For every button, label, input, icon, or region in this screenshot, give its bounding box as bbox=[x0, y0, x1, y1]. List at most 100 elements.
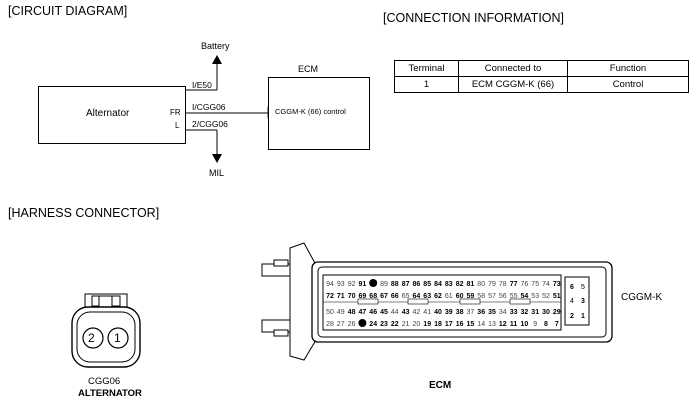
ecm-pin-51: 51 bbox=[553, 293, 561, 300]
ecm-pin-23: 23 bbox=[380, 321, 388, 328]
ecm-pin-56: 56 bbox=[499, 293, 507, 300]
ecm-pin-49: 49 bbox=[337, 309, 345, 316]
ecm-pin-66: 66 bbox=[391, 293, 399, 300]
ecm-pin-61: 61 bbox=[445, 293, 453, 300]
ecm-pin-48: 48 bbox=[348, 309, 356, 316]
ecm-pin-53: 53 bbox=[531, 293, 539, 300]
ecm-pin-16: 16 bbox=[456, 321, 464, 328]
ecm-pin-86: 86 bbox=[413, 281, 421, 288]
ecm-pin-46: 46 bbox=[369, 309, 377, 316]
ecm-pin-19: 19 bbox=[423, 321, 431, 328]
cell-terminal: 1 bbox=[394, 76, 459, 93]
ecm-pin-7: 7 bbox=[555, 321, 559, 328]
ecm-pin-74: 74 bbox=[542, 281, 550, 288]
ecm-pin-89: 89 bbox=[380, 281, 388, 288]
ecm-pin-63: 63 bbox=[423, 293, 431, 300]
ecm-pin-77: 77 bbox=[510, 281, 518, 288]
battery-label: Battery bbox=[201, 41, 230, 51]
ecm-side-pin-5: 5 bbox=[581, 284, 585, 291]
ecm-pin-79: 79 bbox=[488, 281, 496, 288]
alt-connector-code: CGG06 bbox=[88, 376, 121, 387]
ecm-pin-24: 24 bbox=[369, 321, 377, 328]
alt-pin-2: 2 bbox=[88, 331, 95, 345]
ecm-pin-57: 57 bbox=[488, 293, 496, 300]
ecm-pin-54: 54 bbox=[521, 293, 529, 300]
ecm-pin-39: 39 bbox=[445, 309, 453, 316]
ecm-pin-72: 72 bbox=[326, 293, 334, 300]
ecm-pin-91: 91 bbox=[359, 281, 367, 288]
ecm-side-pin-3: 3 bbox=[581, 298, 585, 305]
alternator-box bbox=[38, 86, 186, 144]
ecm-pin-85: 85 bbox=[423, 281, 431, 288]
ecm-pin-82: 82 bbox=[456, 281, 464, 288]
cell-function: Control bbox=[567, 76, 689, 93]
ecm-pin-27: 27 bbox=[337, 321, 345, 328]
ecm-pin-9: 9 bbox=[533, 321, 537, 328]
alt-connector-name: ALTERNATOR bbox=[78, 388, 142, 399]
ecm-pin-92: 92 bbox=[348, 281, 356, 288]
alternator-pin-l: L bbox=[175, 121, 180, 130]
ecm-side-pin-1: 1 bbox=[581, 313, 585, 320]
ecm-pin-8: 8 bbox=[544, 321, 548, 328]
alt-pin-1: 1 bbox=[114, 331, 121, 345]
table-header-row: Terminal Connected to Function bbox=[394, 60, 689, 77]
wire-l-label: 2/CGG06 bbox=[192, 119, 228, 129]
ecm-pin-78: 78 bbox=[499, 281, 507, 288]
ecm-pin-41: 41 bbox=[423, 309, 431, 316]
ecm-pin-44: 44 bbox=[391, 309, 399, 316]
ecm-pin-59: 59 bbox=[467, 293, 475, 300]
ecm-pin-33: 33 bbox=[510, 309, 518, 316]
ecm-pin-42: 42 bbox=[413, 309, 421, 316]
ecm-pin-68: 68 bbox=[369, 293, 377, 300]
ecm-connector-code: CGGM-K bbox=[621, 292, 663, 303]
ecm-pin-31: 31 bbox=[531, 309, 539, 316]
ecm-pin-80: 80 bbox=[477, 281, 485, 288]
connection-info-header: [CONNECTION INFORMATION] bbox=[383, 11, 565, 25]
connection-table: Terminal Connected to Function 1 ECM CGG… bbox=[394, 60, 689, 93]
ecm-pin-18: 18 bbox=[434, 321, 442, 328]
ecm-pin-60: 60 bbox=[456, 293, 464, 300]
ecm-pin-64: 64 bbox=[413, 293, 421, 300]
wire-fr-label: I/CGG06 bbox=[192, 102, 226, 112]
harness-connector-header: [HARNESS CONNECTOR] bbox=[8, 206, 160, 220]
ecm-side-pin-4: 4 bbox=[570, 298, 574, 305]
alternator-pin-fr: FR bbox=[170, 108, 181, 117]
ecm-pin-40: 40 bbox=[434, 309, 442, 316]
circuit-diagram-header: [CIRCUIT DIAGRAM] bbox=[8, 4, 128, 18]
mil-label: MIL bbox=[209, 168, 225, 178]
ecm-pin-14: 14 bbox=[477, 321, 485, 328]
ecm-box bbox=[268, 77, 370, 150]
ecm-side-pin-2: 2 bbox=[570, 313, 574, 320]
ecm-pin-52: 52 bbox=[542, 293, 550, 300]
ecm-pin-43: 43 bbox=[402, 309, 410, 316]
ecm-pin-94: 94 bbox=[326, 281, 334, 288]
ecm-pin-blank bbox=[369, 279, 378, 287]
ecm-pin-30: 30 bbox=[542, 309, 550, 316]
ecm-pin-38: 38 bbox=[456, 309, 464, 316]
ecm-pin-35: 35 bbox=[488, 309, 496, 316]
ecm-pin-blank bbox=[358, 319, 367, 327]
wire-battery-label: I/E50 bbox=[192, 80, 212, 90]
ecm-pin-17: 17 bbox=[445, 321, 453, 328]
ecm-pin-15: 15 bbox=[467, 321, 475, 328]
ecm-pin-50: 50 bbox=[326, 309, 334, 316]
ecm-pin-label: CGGM-K (66) control bbox=[275, 107, 346, 116]
ecm-side-pin-6: 6 bbox=[570, 284, 574, 291]
ecm-pin-70: 70 bbox=[348, 293, 356, 300]
ecm-pin-28: 28 bbox=[326, 321, 334, 328]
ecm-title: ECM bbox=[298, 64, 318, 74]
ecm-pin-36: 36 bbox=[477, 309, 485, 316]
ecm-pin-65: 65 bbox=[402, 293, 410, 300]
table-row: 1 ECM CGGM-K (66) Control bbox=[394, 76, 689, 93]
ecm-pin-76: 76 bbox=[521, 281, 529, 288]
ecm-pin-21: 21 bbox=[402, 321, 410, 328]
ecm-pin-10: 10 bbox=[521, 321, 529, 328]
ecm-pin-87: 87 bbox=[402, 281, 410, 288]
ecm-pin-13: 13 bbox=[488, 321, 496, 328]
ecm-pin-11: 11 bbox=[510, 321, 518, 328]
ecm-pin-22: 22 bbox=[391, 321, 399, 328]
ecm-pin-45: 45 bbox=[380, 309, 388, 316]
ecm-pin-55: 55 bbox=[510, 293, 518, 300]
